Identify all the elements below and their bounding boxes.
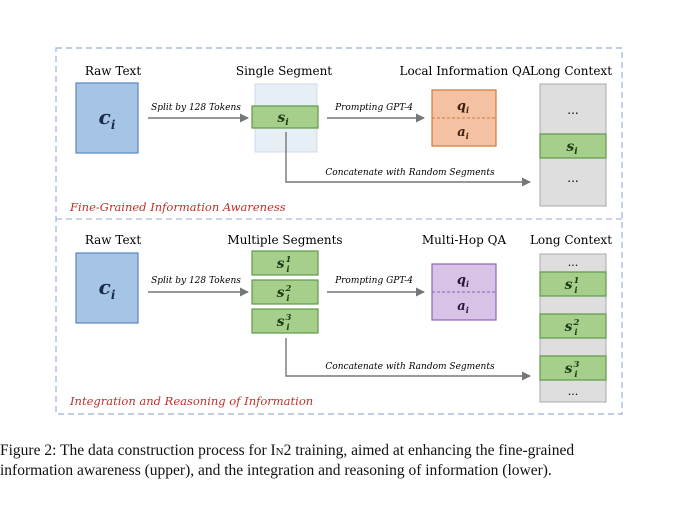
lower-context-header: Long Context: [530, 233, 612, 247]
lower-prompt-label: Prompting GPT-4: [334, 276, 413, 286]
upper-context-ellipsis-top: ...: [567, 103, 578, 117]
lower-raw-text-box: [75, 252, 139, 324]
lower-context-segment-3: [539, 355, 607, 381]
lower-concat-arrow: [285, 338, 531, 381]
lower-context-ellipsis-1: ...: [568, 256, 579, 269]
lower-section-title: Integration and Reasoning of Information: [69, 394, 313, 408]
figure-caption: Figure 2: The data construction process …: [0, 441, 678, 481]
lower-qa-header: Multi-Hop QA: [422, 233, 507, 247]
upper-raw-text-header: Raw Text: [85, 64, 141, 78]
upper-section-title: Fine-Grained Information Awareness: [69, 200, 286, 214]
upper-context-segment-symbol: si: [566, 139, 578, 157]
caption-text-before: The data construction process for: [60, 442, 267, 459]
lower-segment-box-1: [251, 250, 319, 276]
upper-concat-arrow: [285, 132, 531, 187]
upper-qa-question: qi: [457, 99, 469, 115]
lower-raw-text-header: Raw Text: [85, 233, 141, 247]
upper-prompt-label: Prompting GPT-4: [334, 103, 413, 113]
lower-split-label: Split by 128 Tokens: [151, 276, 241, 286]
upper-raw-text-box: [75, 82, 139, 154]
lower-segment-box-2: [251, 279, 319, 305]
upper-segment-header: Single Segment: [236, 64, 332, 78]
upper-qa-answer: ai: [457, 125, 468, 141]
upper-segment-box: [251, 105, 319, 129]
caption-line-1: Figure 2: The data construction process …: [0, 441, 678, 461]
lower-context-segment-1: [539, 271, 607, 297]
upper-split-label: Split by 128 Tokens: [151, 103, 241, 113]
upper-panel: Raw Text Single Segment Local Informatio…: [69, 64, 612, 214]
upper-context-header: Long Context: [530, 64, 612, 78]
caption-method-name: In2: [270, 442, 292, 459]
diagram-frame: [55, 47, 623, 415]
lower-context-segment-2: [539, 313, 607, 339]
diagram: Raw Text Single Segment Local Informatio…: [55, 47, 623, 415]
upper-qa-header: Local Information QA: [399, 64, 530, 78]
lower-qa-question: qi: [457, 273, 469, 289]
upper-segment-symbol: si: [277, 110, 289, 128]
lower-raw-text-symbol: ci: [99, 275, 116, 302]
caption-line-2: information awareness (upper), and the i…: [0, 462, 552, 479]
lower-segment-box-3: [251, 308, 319, 334]
upper-context-segment: [539, 133, 607, 159]
lower-panel: Raw Text Multiple Segments Multi-Hop QA …: [69, 233, 612, 408]
upper-raw-text-symbol: ci: [99, 105, 116, 132]
caption-figure-label: Figure 2:: [0, 442, 57, 459]
lower-context-ellipsis-2: ...: [568, 385, 579, 398]
upper-concat-label: Concatenate with Random Segments: [325, 168, 495, 178]
lower-segment-header: Multiple Segments: [227, 233, 342, 247]
upper-context-ellipsis-bottom: ...: [567, 171, 578, 185]
lower-concat-label: Concatenate with Random Segments: [325, 362, 495, 372]
caption-text-after: training, aimed at enhancing the fine-gr…: [295, 442, 575, 459]
lower-qa-answer: ai: [457, 299, 468, 315]
